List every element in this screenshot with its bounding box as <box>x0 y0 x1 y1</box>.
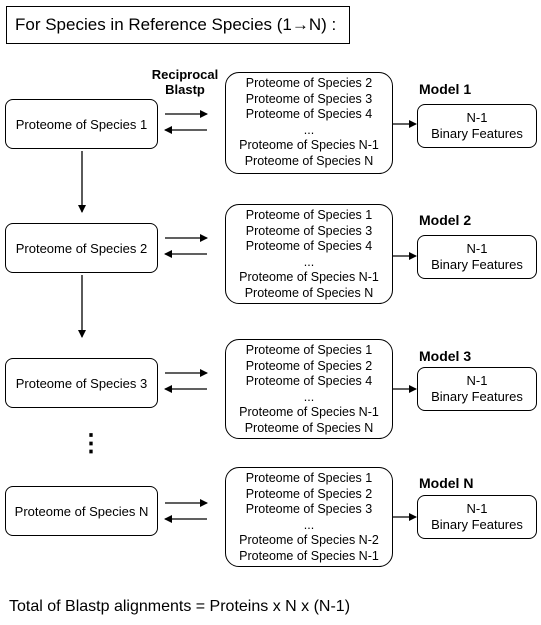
list-item: ... <box>303 254 315 269</box>
list-item: Proteome of Species N-1 <box>239 138 379 153</box>
list-item: Proteome of Species N-1 <box>239 405 379 420</box>
species-box-2: Proteome of Species 2 <box>5 223 158 273</box>
vertical-ellipsis: ⋮ <box>79 430 103 457</box>
list-item: Proteome of Species 2 <box>245 358 373 373</box>
model-box-3: N-1 Binary Features <box>417 367 537 411</box>
list-item: Proteome of Species N-1 <box>239 548 379 563</box>
reciprocal-blastp-label: Reciprocal Blastp <box>142 67 228 97</box>
model-line1: N-1 <box>466 110 488 125</box>
model-line2: Binary Features <box>431 517 523 532</box>
blastp-label-line2: Blastp <box>165 82 205 97</box>
list-item: Proteome of Species N-2 <box>239 533 379 548</box>
proteome-list-1: Proteome of Species 2 Proteome of Specie… <box>225 72 393 174</box>
species-box-n: Proteome of Species N <box>5 486 158 536</box>
proteome-list-2: Proteome of Species 1 Proteome of Specie… <box>225 204 393 304</box>
list-item: Proteome of Species N-1 <box>239 270 379 285</box>
list-item: Proteome of Species 2 <box>245 76 373 90</box>
header-title: For Species in Reference Species (1→N) : <box>6 6 350 44</box>
list-item: Proteome of Species 4 <box>245 374 373 389</box>
model-box-n: N-1 Binary Features <box>417 495 537 539</box>
model-line2: Binary Features <box>431 389 523 404</box>
list-item: Proteome of Species 4 <box>245 107 373 122</box>
species-box-3: Proteome of Species 3 <box>5 358 158 408</box>
proteome-list-3: Proteome of Species 1 Proteome of Specie… <box>225 339 393 439</box>
model-title-1: Model 1 <box>419 81 472 97</box>
list-item: ... <box>303 389 315 404</box>
model-title-3: Model 3 <box>419 348 472 364</box>
list-item: Proteome of Species 1 <box>245 343 373 357</box>
list-item: Proteome of Species 1 <box>245 208 373 222</box>
proteome-list-n: Proteome of Species 1 Proteome of Specie… <box>225 467 393 567</box>
model-title-n: Model N <box>419 475 474 491</box>
model-box-2: N-1 Binary Features <box>417 235 537 279</box>
list-item: Proteome of Species 1 <box>245 471 373 485</box>
model-title-2: Model 2 <box>419 212 472 228</box>
list-item: Proteome of Species N <box>244 420 374 435</box>
list-item: Proteome of Species N <box>244 153 374 168</box>
total-alignments-formula: Total of Blastp alignments = Proteins x … <box>9 598 351 615</box>
list-item: ... <box>303 122 315 137</box>
list-item: Proteome of Species 3 <box>245 502 373 517</box>
list-item: Proteome of Species 3 <box>245 91 373 106</box>
model-box-1: N-1 Binary Features <box>417 104 537 148</box>
list-item: ... <box>303 517 315 532</box>
model-line2: Binary Features <box>431 257 523 272</box>
list-item: Proteome of Species N <box>244 285 374 300</box>
list-item: Proteome of Species 2 <box>245 486 373 501</box>
blastp-label-line1: Reciprocal <box>151 67 219 82</box>
model-line2: Binary Features <box>431 126 523 141</box>
model-line1: N-1 <box>466 241 488 256</box>
species-box-1: Proteome of Species 1 <box>5 99 158 149</box>
model-line1: N-1 <box>466 501 488 516</box>
list-item: Proteome of Species 4 <box>245 239 373 254</box>
model-line1: N-1 <box>466 373 488 388</box>
list-item: Proteome of Species 3 <box>245 223 373 238</box>
